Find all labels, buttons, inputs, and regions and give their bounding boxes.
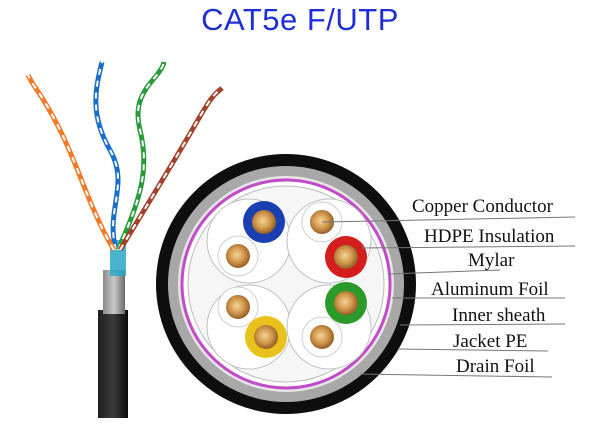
label-copper-conductor: Copper Conductor [412,196,553,217]
label-hdpe-insulation: HDPE Insulation [424,226,555,247]
label-inner-sheath: Inner sheath [452,305,546,326]
conductor-white-4 [301,316,343,358]
label-aluminum-foil: Aluminum Foil [431,279,549,300]
cable-cross-section [156,154,416,414]
conductor-yellow [245,316,287,358]
cable-side-view [25,61,224,418]
label-drain-foil: Drain Foil [456,356,535,377]
diagram-title: CAT5e F/UTP [201,2,399,37]
conductor-red [325,236,367,278]
conductor-white-1 [217,235,259,277]
conductor-white-3 [217,286,259,328]
label-mylar: Mylar [468,250,515,271]
label-jacket-pe: Jacket PE [453,331,528,352]
leader-lines [321,216,576,378]
foil-shield-side [103,270,125,314]
outer-jacket-side [98,310,128,418]
green-pair-wire [115,61,167,252]
conductor-green [325,282,367,324]
conductor-blue [243,201,285,243]
